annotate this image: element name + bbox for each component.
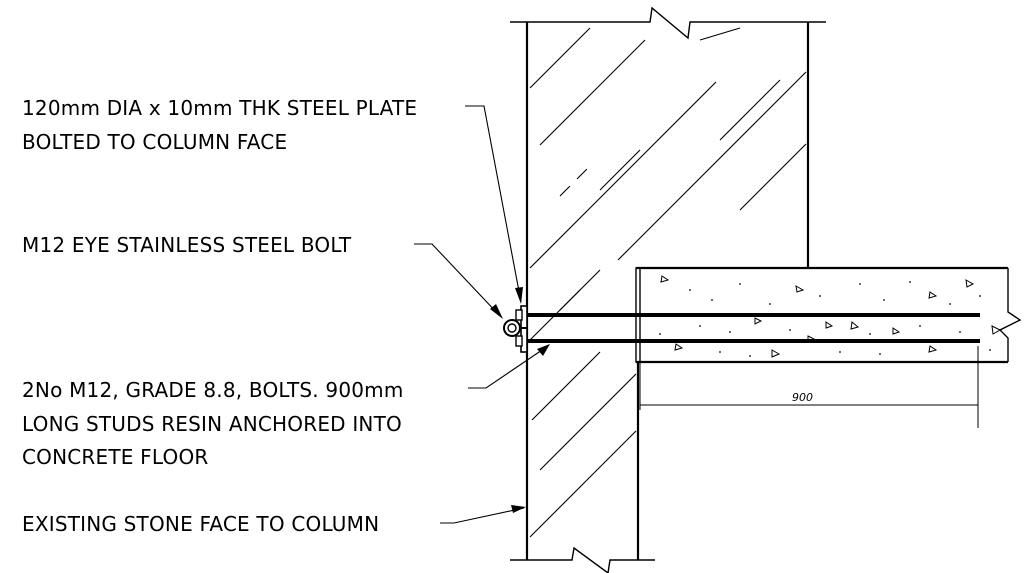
annotations: 120mm DIA x 10mm THK STEEL PLATE BOLTED … bbox=[22, 96, 417, 536]
note-studs-line3: CONCRETE FLOOR bbox=[22, 445, 209, 469]
arrow-plate bbox=[515, 287, 523, 304]
note-stone-face: EXISTING STONE FACE TO COLUMN bbox=[22, 512, 379, 536]
leaders bbox=[414, 105, 550, 524]
note-plate-line2: BOLTED TO COLUMN FACE bbox=[22, 130, 287, 154]
column bbox=[510, 6, 826, 573]
upper-nut bbox=[515, 309, 523, 321]
arrow-studs bbox=[537, 344, 550, 356]
concrete-slab bbox=[635, 266, 1022, 364]
steel-plate-assembly bbox=[503, 305, 528, 353]
slab-break-line bbox=[998, 268, 1022, 362]
concrete-speckle bbox=[659, 281, 991, 357]
leader-eye-bolt bbox=[414, 243, 501, 317]
note-studs-line2: LONG STUDS RESIN ANCHORED INTO bbox=[22, 412, 402, 436]
eye-bolt-ring bbox=[503, 319, 521, 337]
concrete-aggregate bbox=[660, 275, 1002, 358]
note-plate-line1: 120mm DIA x 10mm THK STEEL PLATE bbox=[22, 96, 417, 120]
note-studs-line1: 2No M12, GRADE 8.8, BOLTS. 900mm bbox=[22, 378, 404, 402]
note-eye-bolt: M12 EYE STAINLESS STEEL BOLT bbox=[22, 233, 352, 257]
lower-nut bbox=[515, 335, 523, 347]
leader-plate bbox=[465, 105, 522, 303]
top-break-line bbox=[510, 6, 826, 40]
arrow-stone-face bbox=[511, 505, 526, 513]
dimension-value: 900 bbox=[792, 391, 813, 404]
leader-studs bbox=[468, 345, 549, 389]
eye-bolt-ring-inner bbox=[507, 323, 517, 333]
anchor-studs bbox=[523, 313, 980, 343]
stone-hatch bbox=[529, 27, 807, 538]
arrow-eye-bolt bbox=[490, 304, 503, 319]
dimension-900 bbox=[639, 346, 979, 428]
leader-stone-face bbox=[440, 507, 525, 524]
bottom-break-line bbox=[510, 546, 655, 573]
